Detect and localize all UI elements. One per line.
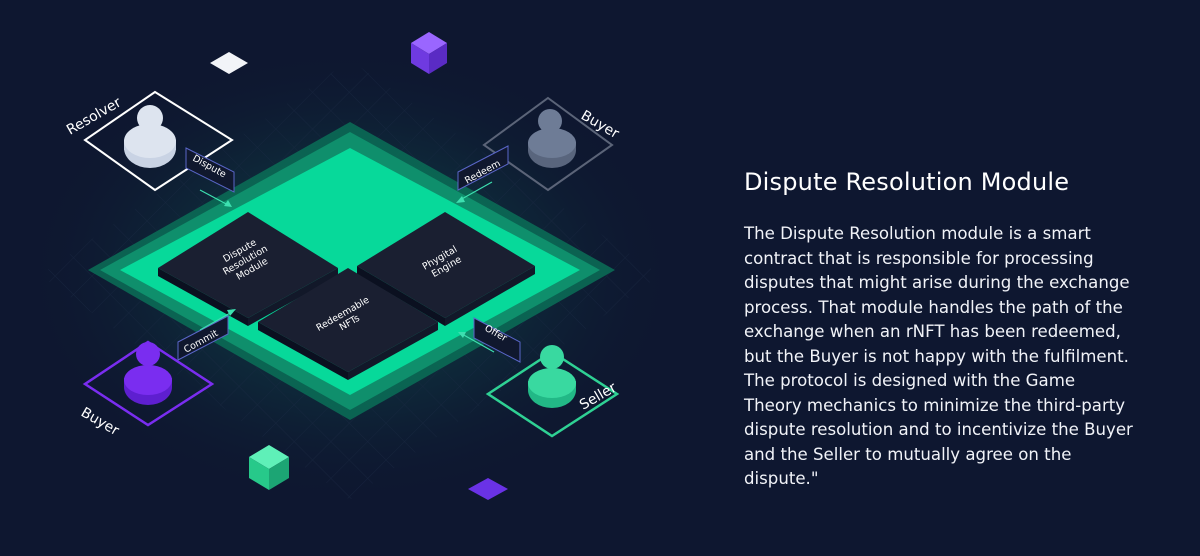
description-panel: Dispute Resolution Module The Dispute Re… — [744, 168, 1164, 492]
seller-pawn-icon — [540, 345, 564, 369]
page-title: Dispute Resolution Module — [744, 168, 1164, 196]
buyer-bottom-pawn-icon — [136, 342, 160, 366]
description-text: The Dispute Resolution module is a smart… — [744, 222, 1164, 492]
protocol-diagram: Dispute Resolution Module Phygital Engin… — [0, 0, 700, 556]
resolver-pawn-icon — [137, 105, 163, 131]
buyer-top-pawn-icon — [538, 109, 562, 133]
